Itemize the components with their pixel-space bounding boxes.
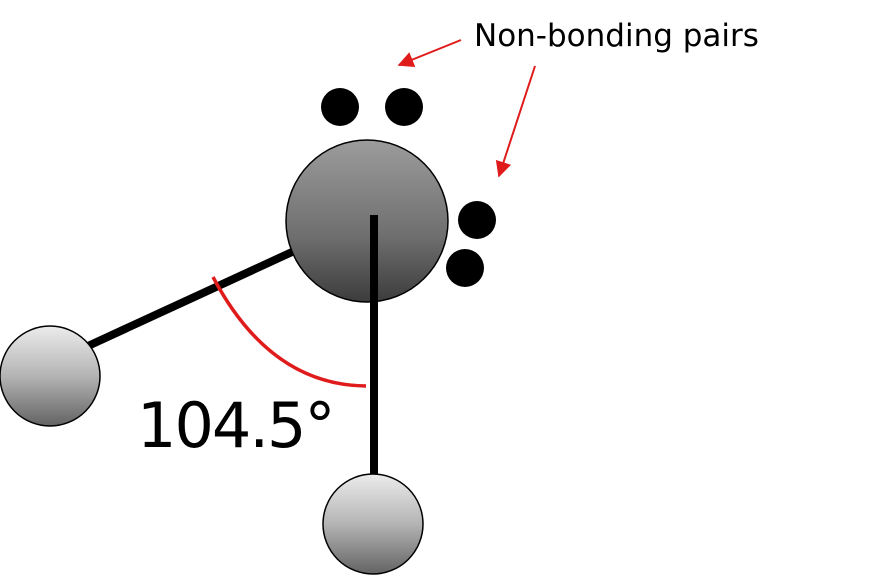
bond-angle-label: 104.5°: [137, 389, 334, 462]
outer-atom-bottom: [322, 473, 424, 575]
central-atom: [285, 139, 449, 303]
electron-dot: [446, 249, 484, 287]
arrow-to-right-pair: [495, 65, 536, 178]
lone-pair-right: [446, 201, 496, 287]
lone-pair-top: [321, 88, 423, 126]
non-bonding-pairs-label: Non-bonding pairs: [474, 18, 759, 54]
bond-left: [86, 248, 294, 350]
electron-dot: [458, 201, 496, 239]
electron-dot: [321, 88, 359, 126]
electron-dot: [385, 88, 423, 126]
outer-atom-left: [0, 325, 101, 427]
bond-angle-arc: [211, 276, 367, 388]
arrow-to-top-pair: [397, 39, 462, 68]
